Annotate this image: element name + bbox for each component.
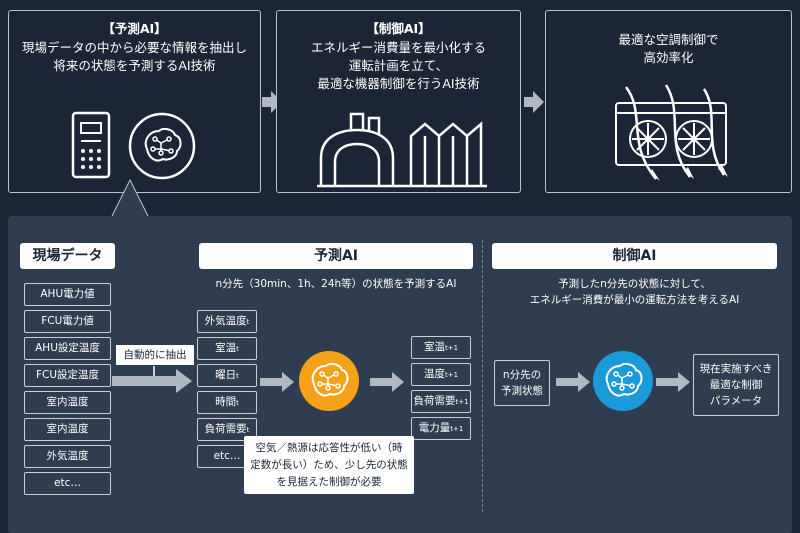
predict-output-item: 電力量t+1: [411, 417, 471, 440]
predict-ai-card-text: 現場データの中から必要な情報を抽出し 将来の状態を予測するAI技術: [21, 40, 247, 73]
extract-arrow-icon: [112, 366, 192, 393]
arrow-right-icon: [524, 91, 544, 113]
predict-input-item: 負荷需要t: [197, 418, 257, 441]
control-ai-brain-icon: [593, 351, 653, 411]
air-conditioner-icon: [615, 84, 728, 181]
result-card-text: 最適な空調制御で 高効率化: [618, 32, 719, 65]
predict-output-item: 室温t+1: [411, 336, 471, 359]
forecast-state-box: n分先の 予測状態: [494, 360, 550, 406]
field-item: AHU電力値: [24, 283, 111, 306]
control-ai-card-text: エネルギー消費量を最小化する 運転計画を立て、 最適な機器制御を行うAI技術: [310, 40, 486, 91]
predict-ai-card: 【予測AI】 現場データの中から必要な情報を抽出し 将来の状態を予測するAI技術: [8, 10, 261, 193]
control-ai-card-title: 【制御AI】: [366, 21, 431, 36]
predict-ai-header: 予測AI: [199, 243, 473, 269]
predict-input-item: 室温t: [197, 337, 257, 360]
predict-output-item: 負荷需要t+1: [411, 390, 471, 413]
control-ai-header: 制御AI: [492, 243, 777, 269]
control-parameter-box: 現在実施すべき 最適な制御 パラメータ: [693, 354, 779, 416]
control-ai-card: 【制御AI】 エネルギー消費量を最小化する 運転計画を立て、 最適な機器制御を行…: [276, 10, 521, 193]
field-item: AHU設定温度: [24, 337, 111, 360]
arrow-right-icon: [556, 372, 590, 392]
arrow-right-icon: [656, 372, 690, 392]
predict-ai-desc: n分先（30min、1h、24h等）の状態を予測するAI: [215, 278, 457, 290]
field-item: 室内温度: [24, 391, 111, 414]
section-divider: [482, 240, 483, 512]
arrow-right-icon: [370, 372, 404, 392]
brain-ai-icon: [128, 112, 196, 180]
field-data-header: 現場データ: [20, 243, 115, 269]
predict-input-item: 外気温度t: [197, 310, 257, 333]
predict-ai-brain-icon: [299, 351, 359, 411]
auto-extract-label: 自動的に抽出: [116, 345, 194, 365]
field-item: FCU電力値: [24, 310, 111, 333]
predict-ai-card-title: 【予測AI】: [102, 21, 167, 36]
predict-input-item: 時間t: [197, 391, 257, 414]
sensor-panel-icon: [71, 111, 111, 179]
field-item: 室内温度: [24, 418, 111, 441]
callout-pointer: [111, 178, 149, 217]
field-item: FCU設定温度: [24, 364, 111, 387]
control-ai-desc: 予測したn分先の状態に対して、 エネルギー消費が最小の運転方法を考えるAI: [529, 278, 740, 306]
plant-facility-icon: [317, 112, 487, 188]
field-item: etc…: [24, 472, 111, 495]
predict-output-item: 温度t+1: [411, 363, 471, 386]
response-note: 空気／熱源は応答性が低い（時 定数が長い）ため、少し先の状態 を見据えた制御が必…: [244, 436, 414, 494]
result-card: 最適な空調制御で 高効率化: [545, 10, 792, 193]
arrow-right-icon: [262, 91, 282, 113]
predict-input-item: 曜日t: [197, 364, 257, 387]
field-item: 外気温度: [24, 445, 111, 468]
arrow-right-icon: [260, 372, 294, 392]
